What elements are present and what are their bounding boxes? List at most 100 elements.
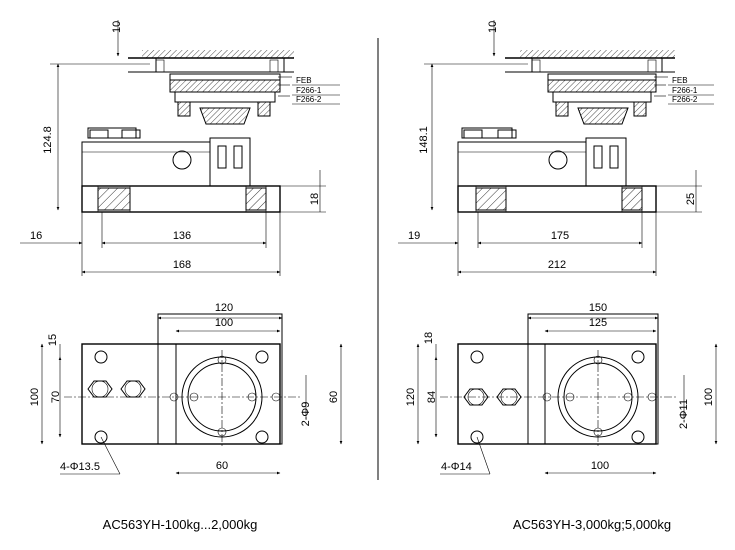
right-bracket-slot: [609, 145, 619, 169]
left-load-button: [199, 107, 251, 125]
right-cell-hole: [548, 150, 568, 170]
left-bracket-slot: [217, 145, 227, 169]
left-plan-view: 120 100 15 70 100 60 2-Φ9 60 4-Φ13.5: [29, 302, 343, 475]
right-dim-plate-thk: 25: [685, 193, 697, 205]
right-dim-w2: 125: [589, 317, 607, 329]
right-bolt-strip: [461, 127, 513, 139]
left-label-feb: FEB: [296, 76, 312, 85]
right-dim-offset: 19: [408, 230, 420, 242]
right-plan-base: [457, 343, 657, 445]
right-dim-base: 212: [548, 259, 566, 271]
right-dim-base-hole: 4-Φ14: [441, 461, 472, 473]
right-top-hatch: [520, 50, 675, 58]
left-dim-base-hole: 4-Φ13.5: [60, 461, 100, 473]
left-base-plate: [81, 185, 281, 213]
right-dim-top-gap: 10: [487, 21, 499, 33]
right-dim-b100: 100: [591, 460, 609, 472]
left-dim-plate-thk: 18: [309, 193, 321, 205]
left-caption: AC563YH-100kg...2,000kg: [103, 517, 258, 532]
left-dim-70: 70: [50, 391, 62, 403]
left-bolt-head: [155, 59, 165, 73]
right-base-hatch: [621, 187, 643, 211]
left-plan-bolt-circle: [124, 380, 142, 398]
left-base-hatch: [245, 187, 267, 211]
left-label-f266-2: F266-2: [296, 95, 322, 104]
right-elevation-view: 10 148.1 25 19 175 212 FEB F266-: [398, 20, 714, 276]
left-bolt-hex: [89, 129, 109, 139]
left-plan-base-hole: [255, 350, 269, 364]
left-dim-100: 100: [29, 388, 41, 406]
right-base-hole-leader: [476, 436, 491, 475]
left-dim-b60: 60: [216, 460, 228, 472]
right-drawing: 10 148.1 25 19 175 212 FEB F266-: [398, 20, 718, 532]
left-bolt-hex: [121, 129, 141, 139]
left-plan-base: [81, 343, 281, 445]
right-plan-base-hole: [470, 430, 484, 444]
right-plan-top-plate: [527, 313, 659, 445]
right-dim-120: 120: [405, 388, 417, 406]
left-dim-hole: 2-Φ9: [300, 402, 312, 427]
right-base-hatch: [475, 187, 507, 211]
left-bolt-head: [269, 59, 279, 73]
left-bracket-slot: [233, 145, 243, 169]
left-plan-inner: [175, 343, 281, 445]
right-label-f266-1: F266-1: [672, 86, 698, 95]
left-feb-layer: [169, 73, 281, 81]
left-pin-block: [177, 101, 191, 117]
left-base-hole-leader: [100, 436, 121, 475]
left-plan-top-plate: [157, 313, 283, 445]
left-drawing: 10 124.8 18 16 136 168 FEB: [20, 20, 343, 532]
left-bracket: [209, 137, 251, 187]
right-bolt-hex: [463, 129, 483, 139]
right-feb-layer: [547, 73, 657, 81]
left-dim-w1: 120: [215, 302, 233, 314]
left-plan-bolt-hex: [120, 380, 146, 398]
left-dim-w2: 100: [215, 317, 233, 329]
right-plan-base-hole: [631, 430, 645, 444]
right-label-feb: FEB: [672, 76, 688, 85]
left-dim-base: 168: [173, 259, 191, 271]
right-load-button: [577, 107, 629, 125]
left-dim-span: 136: [173, 230, 191, 242]
left-dim-15: 15: [47, 334, 59, 346]
right-plan-view: 150 125 18 84 120 100 2-Φ11 100 4-Φ14: [405, 302, 718, 475]
left-dim-top-gap: 10: [111, 21, 123, 33]
left-f266-1-layer: [169, 79, 281, 93]
left-bolt-strip: [87, 127, 137, 139]
left-cell-hole: [172, 150, 192, 170]
left-dim-offset: 16: [30, 230, 42, 242]
left-dim-height: 124.8: [42, 126, 54, 154]
right-plan-inner: [544, 343, 657, 445]
right-load-cell-body: [457, 141, 587, 187]
right-dim-r100: 100: [703, 388, 715, 406]
left-top-hatch: [142, 50, 294, 58]
left-dim-r60: 60: [328, 391, 340, 403]
right-dim-18: 18: [423, 332, 435, 344]
left-f266-2-layer: [174, 91, 276, 103]
right-plan-base-hole: [631, 350, 645, 364]
right-pin-block: [555, 101, 569, 117]
right-f266-2-layer: [552, 91, 652, 103]
left-plan-base-hole: [94, 350, 108, 364]
left-load-cell-body: [81, 141, 211, 187]
right-pin-block: [633, 101, 647, 117]
right-dim-w1: 150: [589, 302, 607, 314]
right-bolt-hex: [497, 129, 517, 139]
left-plan-bolt-circle: [91, 380, 109, 398]
right-plan-base-hole: [470, 350, 484, 364]
left-elevation-view: 10 124.8 18 16 136 168 FEB: [20, 20, 340, 276]
right-bolt-head: [647, 59, 657, 73]
right-dim-hole: 2-Φ11: [678, 399, 690, 429]
right-f266-1-layer: [547, 79, 657, 93]
left-plan-base-hole: [94, 430, 108, 444]
right-bracket-slot: [593, 145, 603, 169]
left-plan-bolt-hex: [87, 380, 113, 398]
right-bolt-head: [531, 59, 541, 73]
right-dim-height: 148.1: [418, 126, 430, 154]
right-bracket: [585, 137, 627, 187]
right-base-plate: [457, 185, 657, 213]
right-caption: AC563YH-3,000kg;5,000kg: [513, 517, 671, 532]
right-dim-84: 84: [426, 391, 438, 403]
left-pin-block: [257, 101, 271, 117]
